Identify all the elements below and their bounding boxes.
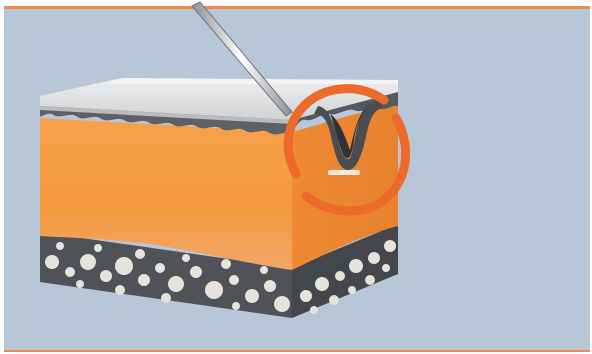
depth-marker xyxy=(328,170,360,175)
